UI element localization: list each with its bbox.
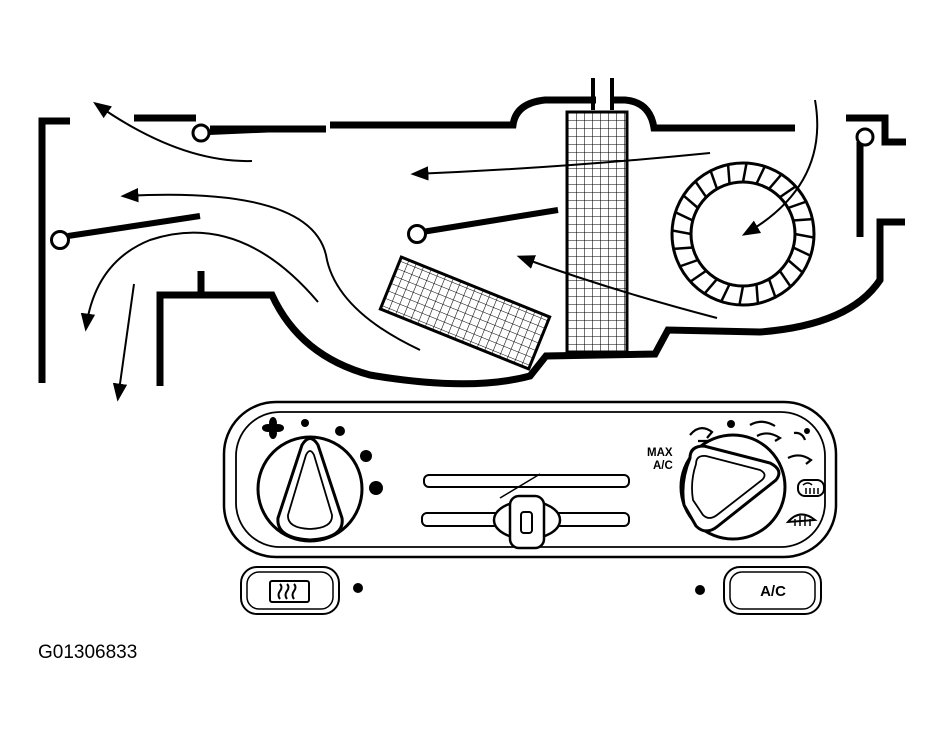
temperature-door	[407, 207, 559, 244]
blower-blade	[755, 165, 766, 185]
mode-dot	[727, 420, 735, 428]
top-pipe-stub	[591, 78, 614, 110]
blower-blade	[671, 229, 692, 236]
defrost-icon	[785, 513, 818, 526]
blower-blade	[779, 185, 797, 199]
panel-vent-icon	[689, 427, 714, 443]
blower-blade	[787, 200, 807, 210]
ac-button-label: A/C	[760, 583, 786, 600]
blower-blade	[679, 258, 699, 268]
max-ac-label: A/C	[653, 460, 673, 472]
blower-wheel	[670, 161, 816, 307]
mode-selector-knob[interactable]	[679, 433, 787, 541]
blower-blade	[689, 269, 707, 283]
blend-door-top	[191, 123, 327, 143]
floor-vent-icon	[787, 431, 813, 465]
blower-blade	[741, 162, 748, 183]
fan-speed-dots	[301, 419, 383, 495]
blower-blade	[738, 285, 745, 306]
duct-housing	[38, 96, 906, 388]
blower-blade	[792, 246, 812, 257]
fan-icon	[262, 417, 284, 439]
blower-blade	[674, 211, 694, 222]
max-label: MAX	[647, 447, 673, 459]
blower-blade	[787, 259, 804, 274]
figure-id: G01306833	[38, 642, 137, 663]
rear-defrost-indicator	[353, 583, 363, 593]
recirc-door-right	[855, 127, 875, 147]
blower-blade	[793, 217, 813, 222]
ac-indicator	[695, 585, 705, 595]
heater-core	[378, 255, 552, 371]
blower-blade	[720, 283, 731, 303]
blower-blade	[673, 246, 693, 251]
blower-blade	[682, 194, 699, 209]
rear-defrost-icon	[269, 580, 310, 603]
vent-mode-icons	[689, 420, 813, 465]
blower-blade	[703, 278, 718, 295]
mode-door-left	[50, 213, 201, 250]
rear-defrost-button[interactable]	[240, 566, 340, 615]
defrost-floor-icon	[797, 479, 825, 497]
temperature-slider-knob[interactable]	[492, 494, 562, 550]
floor-vent-dot	[804, 428, 810, 434]
blower-blade	[794, 232, 815, 239]
ac-button[interactable]: A/C	[723, 566, 822, 615]
blower-blade	[767, 278, 777, 298]
blower-blade	[726, 164, 731, 184]
evaporator-core	[565, 110, 629, 354]
bilevel-vent-icon	[749, 420, 783, 442]
blower-blade	[755, 284, 760, 304]
blower-blade	[778, 270, 792, 288]
blower-blade	[694, 180, 708, 198]
fan-speed-knob[interactable]	[256, 435, 364, 543]
temperature-slider-track	[421, 473, 630, 527]
airflow-arrows	[80, 99, 819, 402]
blower-blade	[768, 173, 783, 190]
blower-blade	[709, 170, 719, 190]
